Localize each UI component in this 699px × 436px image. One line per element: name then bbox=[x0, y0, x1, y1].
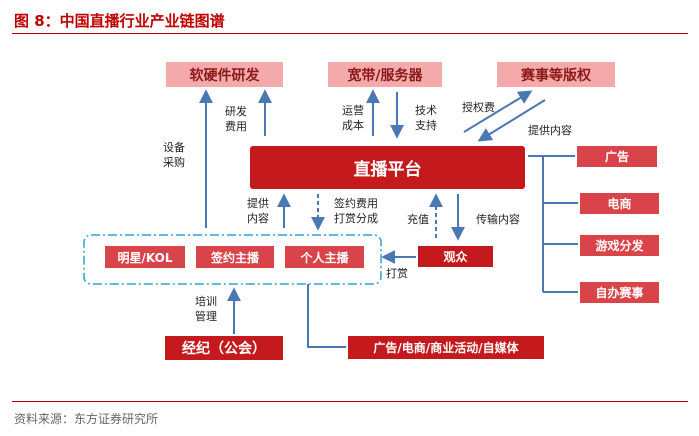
node-audience: 观众 bbox=[418, 246, 493, 267]
node-gaming: 游戏分发 bbox=[580, 235, 659, 256]
node-platform: 直播平台 bbox=[250, 146, 525, 189]
creator-group-border bbox=[83, 234, 382, 285]
footer-divider bbox=[12, 401, 688, 402]
label-tech: 技术 支持 bbox=[412, 103, 440, 133]
label-equipment-line2: 采购 bbox=[163, 156, 185, 169]
source-note: 资料来源：东方证券研究所 bbox=[14, 412, 159, 426]
node-signed: 签约主播 bbox=[196, 246, 274, 268]
arrow-license bbox=[463, 90, 533, 133]
line-monetize bbox=[307, 284, 346, 348]
label-tech-line2: 支持 bbox=[415, 119, 437, 132]
label-training: 培训 管理 bbox=[192, 294, 220, 324]
label-license-fee: 授权费 bbox=[462, 101, 495, 114]
label-training-line1: 培训 bbox=[195, 295, 217, 308]
node-personal: 个人主播 bbox=[285, 246, 364, 268]
figure-title: 图 8：中国直播行业产业链图谱 bbox=[14, 12, 225, 30]
node-star: 明星/KOL bbox=[105, 246, 185, 268]
label-tip: 打赏 bbox=[386, 267, 408, 280]
label-ops-cost-line2: 成本 bbox=[342, 119, 364, 132]
label-rnd-cost-line2: 费用 bbox=[225, 120, 247, 133]
label-provide-content-line1: 提供 bbox=[247, 197, 269, 210]
node-ecommerce: 电商 bbox=[580, 193, 659, 214]
label-equipment-line1: 设备 bbox=[163, 141, 185, 154]
node-software: 软硬件研发 bbox=[166, 62, 283, 87]
label-ops-cost-line1: 运营 bbox=[342, 104, 364, 117]
title-divider bbox=[12, 33, 688, 34]
label-provide-content-line2: 内容 bbox=[247, 212, 269, 225]
label-sign-fee-line2: 打赏分成 bbox=[334, 212, 378, 225]
label-provide-content: 提供 内容 bbox=[244, 196, 272, 226]
label-training-line2: 管理 bbox=[195, 310, 217, 323]
node-ad: 广告 bbox=[577, 146, 657, 167]
node-bandwidth: 宽带/服务器 bbox=[328, 62, 442, 87]
node-selfevent: 自办赛事 bbox=[580, 282, 659, 303]
label-rnd-cost-line1: 研发 bbox=[225, 105, 247, 118]
label-tech-line1: 技术 bbox=[415, 104, 437, 117]
arrow-content-in bbox=[477, 99, 546, 142]
label-sign-fee: 签约费用 打赏分成 bbox=[334, 196, 378, 226]
label-rnd-cost: 研发 费用 bbox=[222, 104, 250, 134]
label-transmit: 传输内容 bbox=[476, 213, 520, 226]
label-provide-content-top: 提供内容 bbox=[528, 124, 572, 137]
node-agency: 经纪（公会） bbox=[165, 336, 283, 360]
label-ops-cost: 运营 成本 bbox=[339, 103, 367, 133]
label-recharge: 充值 bbox=[407, 213, 429, 226]
label-sign-fee-line1: 签约费用 bbox=[334, 197, 378, 210]
label-equipment: 设备 采购 bbox=[160, 140, 188, 170]
node-events: 赛事等版权 bbox=[497, 62, 615, 87]
node-monetize: 广告/电商/商业活动/自媒体 bbox=[348, 336, 544, 359]
